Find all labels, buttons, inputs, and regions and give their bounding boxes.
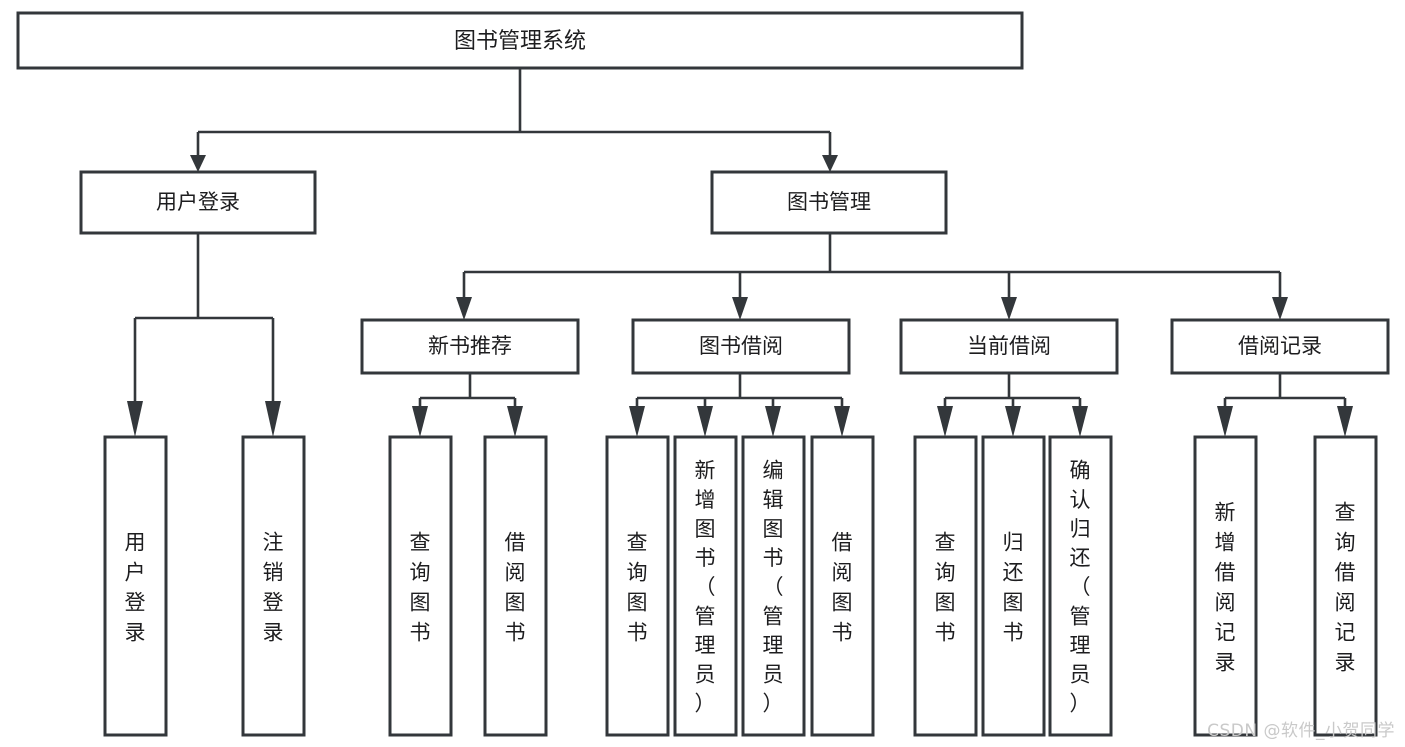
leaf-current-borrow-2[interactable]: 确认归还（管理员）: [1048, 435, 1113, 737]
leaf-label: 确认归还（管理员）: [1070, 459, 1091, 716]
leaf-current-borrow-0[interactable]: 查询图书: [913, 435, 978, 737]
leaf-label: 注销登录: [263, 530, 284, 644]
leaf-new-book-recommend-0[interactable]: 查询图书: [388, 435, 453, 737]
leaf-label: 新增借阅记录: [1215, 500, 1236, 674]
edges: [127, 68, 1353, 437]
arrowhead-leaf-new-book-0: [412, 406, 428, 437]
leaf-user-login-0[interactable]: 用户登录: [103, 435, 168, 737]
leaf-label: 查询图书: [935, 530, 956, 644]
node-user-login[interactable]: 用户登录: [79, 170, 317, 235]
user-login-box[interactable]: [79, 170, 317, 235]
node-borrow-record[interactable]: 借阅记录: [1170, 318, 1390, 375]
current-borrow-label: 当前借阅: [967, 334, 1051, 358]
user-login-label: 用户登录: [156, 190, 240, 214]
arrowhead-leaf-borrow-record-0: [1217, 406, 1233, 437]
book-manage-box[interactable]: [710, 170, 948, 235]
arrowhead-leaf-book-borrow-0: [629, 406, 645, 437]
leaf-borrow-record-1[interactable]: 查询借阅记录: [1313, 435, 1378, 737]
borrow-record-box[interactable]: [1170, 318, 1390, 375]
leaf-label: 借阅图书: [832, 530, 853, 644]
leaf-box[interactable]: [605, 435, 670, 737]
leaf-box[interactable]: [673, 435, 738, 737]
leaf-current-borrow-1[interactable]: 归还图书: [981, 435, 1046, 737]
leaf-box[interactable]: [810, 435, 875, 737]
book-borrow-label: 图书借阅: [699, 334, 783, 358]
arrowhead-leaf-book-borrow-3: [834, 406, 850, 437]
node-current-borrow[interactable]: 当前借阅: [899, 318, 1119, 375]
leaf-box[interactable]: [1193, 435, 1258, 737]
book-borrow-box[interactable]: [631, 318, 851, 375]
leaf-box[interactable]: [1313, 435, 1378, 737]
arrowhead-new-book: [456, 297, 472, 320]
leaf-label: 查询图书: [627, 530, 648, 644]
leaf-box[interactable]: [913, 435, 978, 737]
leaf-label: 借阅图书: [505, 530, 526, 644]
leaf-box[interactable]: [741, 435, 806, 737]
leaf-borrow-record-0[interactable]: 新增借阅记录: [1193, 435, 1258, 737]
arrowhead-leaf-book-borrow-2: [765, 406, 781, 437]
leaf-new-book-recommend-1[interactable]: 借阅图书: [483, 435, 548, 737]
arrowhead-leaf-current-borrow-0: [937, 406, 953, 437]
leaf-book-borrow-0[interactable]: 查询图书: [605, 435, 670, 737]
book-manage-label: 图书管理: [787, 190, 871, 214]
leaf-box[interactable]: [388, 435, 453, 737]
arrowhead-current-borrow: [1001, 297, 1017, 320]
node-root[interactable]: 图书管理系统: [16, 11, 1024, 70]
node-book-manage[interactable]: 图书管理: [710, 170, 948, 235]
leaf-book-borrow-1[interactable]: 新增图书（管理员）: [673, 435, 738, 737]
arrowhead-leaf-user-login-0: [127, 401, 143, 437]
leaf-box[interactable]: [1048, 435, 1113, 737]
leaf-label: 新增图书（管理员）: [695, 459, 716, 716]
leaf-label: 用户登录: [125, 530, 146, 644]
arrowhead-borrow-record: [1272, 297, 1288, 320]
leaf-book-borrow-2[interactable]: 编辑图书（管理员）: [741, 435, 806, 737]
arrowhead-leaf-current-borrow-1: [1005, 406, 1021, 437]
arrowhead-book-borrow: [732, 297, 748, 320]
root-label: 图书管理系统: [454, 29, 586, 54]
node-book-borrow[interactable]: 图书借阅: [631, 318, 851, 375]
leaf-label: 查询借阅记录: [1335, 500, 1356, 674]
leaf-box[interactable]: [103, 435, 168, 737]
current-borrow-box[interactable]: [899, 318, 1119, 375]
root-box[interactable]: [16, 11, 1024, 70]
borrow-record-label: 借阅记录: [1238, 334, 1322, 358]
node-new-book-recommend[interactable]: 新书推荐: [360, 318, 580, 375]
new-book-recommend-box[interactable]: [360, 318, 580, 375]
arrowhead-book-manage: [822, 155, 838, 172]
arrowhead-leaf-borrow-record-1: [1337, 406, 1353, 437]
leaf-label: 编辑图书（管理员）: [763, 459, 784, 716]
arrowhead-leaf-new-book-1: [507, 406, 523, 437]
leaf-box[interactable]: [241, 435, 306, 737]
arrowhead-leaf-user-login-1: [265, 401, 281, 437]
leaf-label: 查询图书: [410, 530, 431, 644]
arrowhead-leaf-book-borrow-1: [697, 406, 713, 437]
leaf-user-login-1[interactable]: 注销登录: [241, 435, 306, 737]
leaf-box[interactable]: [483, 435, 548, 737]
leaf-label: 归还图书: [1003, 530, 1024, 644]
new-book-recommend-label: 新书推荐: [428, 334, 512, 358]
arrowhead-user-login: [190, 155, 206, 172]
leaf-box[interactable]: [981, 435, 1046, 737]
leaf-book-borrow-3[interactable]: 借阅图书: [810, 435, 875, 737]
arrowhead-leaf-current-borrow-2: [1072, 406, 1088, 437]
